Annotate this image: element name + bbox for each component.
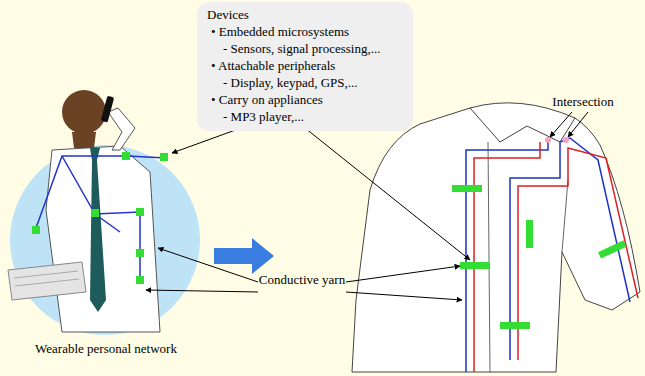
leader-lines: [146, 112, 588, 300]
list-item: - MP3 player,...: [223, 108, 304, 125]
transform-arrow: [214, 238, 274, 274]
callout-box: Devices• Embedded microsystems- Sensors,…: [197, 2, 413, 131]
network-caption: Wearable personal network: [18, 341, 194, 356]
list-item: • Attachable peripherals: [211, 57, 335, 74]
list-item: - Sensors, signal processing,...: [223, 40, 380, 57]
person-figure: [8, 90, 200, 335]
list-item: • Embedded microsystems: [211, 23, 349, 40]
list-item: • Carry on appliances: [211, 91, 323, 108]
box-heading: Devices: [207, 6, 249, 23]
yarn-label: Conductive yarn: [256, 272, 348, 287]
intersection-label: Intersection: [548, 94, 618, 109]
list-item: - Display, keypad, GPS,...: [223, 74, 358, 91]
shirt-figure: [352, 103, 640, 372]
